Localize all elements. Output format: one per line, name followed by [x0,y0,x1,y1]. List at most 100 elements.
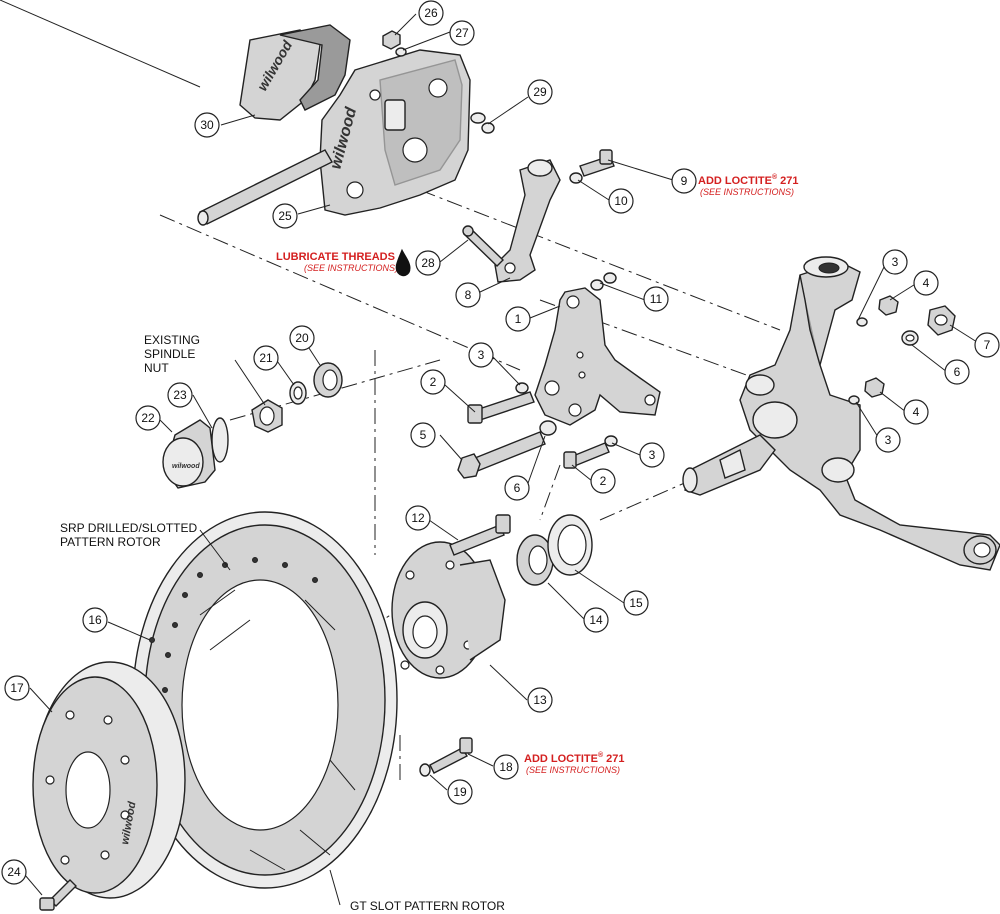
shims-11 [590,272,617,291]
svg-text:LUBRICATE THREADS: LUBRICATE THREADS [276,251,395,263]
callout-17: 17 [4,675,30,701]
callout-2-upper: 2 [420,369,446,395]
callout-3-mid: 3 [468,342,494,368]
callout-8: 8 [455,282,481,308]
bracket-bolts [457,382,618,479]
radial-mount-bracket [494,159,561,283]
svg-text:SPINDLE: SPINDLE [144,347,195,361]
svg-text:9: 9 [681,174,688,188]
callout-4-top: 4 [913,270,939,296]
callout-14: 14 [583,607,609,633]
svg-text:6: 6 [954,365,961,379]
svg-text:18: 18 [499,760,513,774]
svg-text:12: 12 [411,511,425,525]
callout-27: 27 [449,20,475,46]
svg-text:19: 19 [453,785,467,799]
callout-18: 18 [493,754,519,780]
lubricate-note: LUBRICATE THREADS (SEE INSTRUCTIONS) [276,248,411,277]
pad-retainer-pin [197,149,333,226]
svg-text:10: 10 [614,194,628,208]
svg-text:29: 29 [533,85,547,99]
spindle-nut [251,399,283,433]
svg-text:PATTERN ROTOR: PATTERN ROTOR [60,535,161,549]
svg-text:15: 15 [629,596,643,610]
callout-3-lower: 3 [639,442,665,468]
svg-text:EXISTING: EXISTING [144,333,200,347]
svg-text:3: 3 [649,448,656,462]
callout-15: 15 [623,590,649,616]
leader-lines [0,0,978,906]
svg-text:30: 30 [200,118,214,132]
callout-11: 11 [643,286,669,312]
callout-10: 10 [608,188,634,214]
svg-text:NUT: NUT [144,361,169,375]
callout-3-top: 3 [882,249,908,275]
callout-23: 23 [167,382,193,408]
callout-25: 25 [272,203,298,229]
callout-30: 30 [194,112,220,138]
svg-text:17: 17 [10,681,24,695]
o-ring [211,417,229,463]
svg-text:(SEE INSTRUCTIONS): (SEE INSTRUCTIONS) [526,765,620,775]
callout-9: 9 [671,168,697,194]
brake-pads: wilwood [239,24,351,121]
svg-text:16: 16 [88,613,102,627]
svg-text:5: 5 [420,428,427,442]
svg-text:3: 3 [885,433,892,447]
svg-text:23: 23 [173,388,187,402]
hat-bolts [39,737,473,911]
callout-13: 13 [527,687,553,713]
srp-rotor-label: SRP DRILLED/SLOTTED PATTERN ROTOR [60,521,197,549]
callout-22: 22 [135,405,161,431]
callout-6-right: 6 [944,359,970,385]
svg-text:8: 8 [465,288,472,302]
hub [391,541,506,679]
callout-16: 16 [82,607,108,633]
svg-text:2: 2 [430,375,437,389]
svg-text:6: 6 [514,481,521,495]
svg-text:27: 27 [455,26,469,40]
svg-text:(SEE INSTRUCTIONS): (SEE INSTRUCTIONS) [304,263,398,273]
svg-text:14: 14 [589,613,603,627]
svg-text:3: 3 [892,255,899,269]
callout-12: 12 [405,505,431,531]
callout-28: 28 [415,250,441,276]
svg-text:2: 2 [600,474,607,488]
gt-rotor-label: GT SLOT PATTERN ROTOR [350,899,505,913]
rotor-hat: wilwood [32,661,186,899]
cap-logo: wilwood [172,463,200,470]
knuckle-hardware [848,295,956,405]
rotor [132,511,398,889]
svg-text:20: 20 [295,331,309,345]
svg-text:22: 22 [141,411,155,425]
callout-20: 20 [289,325,315,351]
callout-7: 7 [974,332,1000,358]
bolt-28 [462,225,504,267]
callout-3-right: 3 [875,427,901,453]
svg-text:3: 3 [478,348,485,362]
bolt-12 [449,514,511,556]
callout-21: 21 [253,345,279,371]
callout-19: 19 [447,779,473,805]
inner-bearing [516,514,593,586]
svg-text:4: 4 [913,405,920,419]
caliper-hardware [382,30,495,134]
svg-text:ADD LOCTITE® 271: ADD LOCTITE® 271 [524,751,625,765]
callout-4-bottom: 4 [903,399,929,425]
svg-text:25: 25 [278,209,292,223]
svg-text:1: 1 [515,312,522,326]
svg-text:ADD LOCTITE® 271: ADD LOCTITE® 271 [698,173,799,187]
svg-text:24: 24 [7,865,21,879]
bolt-9 [569,149,615,184]
washer-21 [289,381,307,405]
svg-text:4: 4 [923,276,930,290]
svg-text:21: 21 [259,351,273,365]
svg-text:13: 13 [533,693,547,707]
outer-bearing [313,362,343,398]
callout-6-mid: 6 [504,475,530,501]
callout-2-lower: 2 [590,468,616,494]
svg-text:(SEE INSTRUCTIONS): (SEE INSTRUCTIONS) [700,187,794,197]
caliper-bracket [534,287,661,426]
spindle-knuckle [682,256,1000,571]
